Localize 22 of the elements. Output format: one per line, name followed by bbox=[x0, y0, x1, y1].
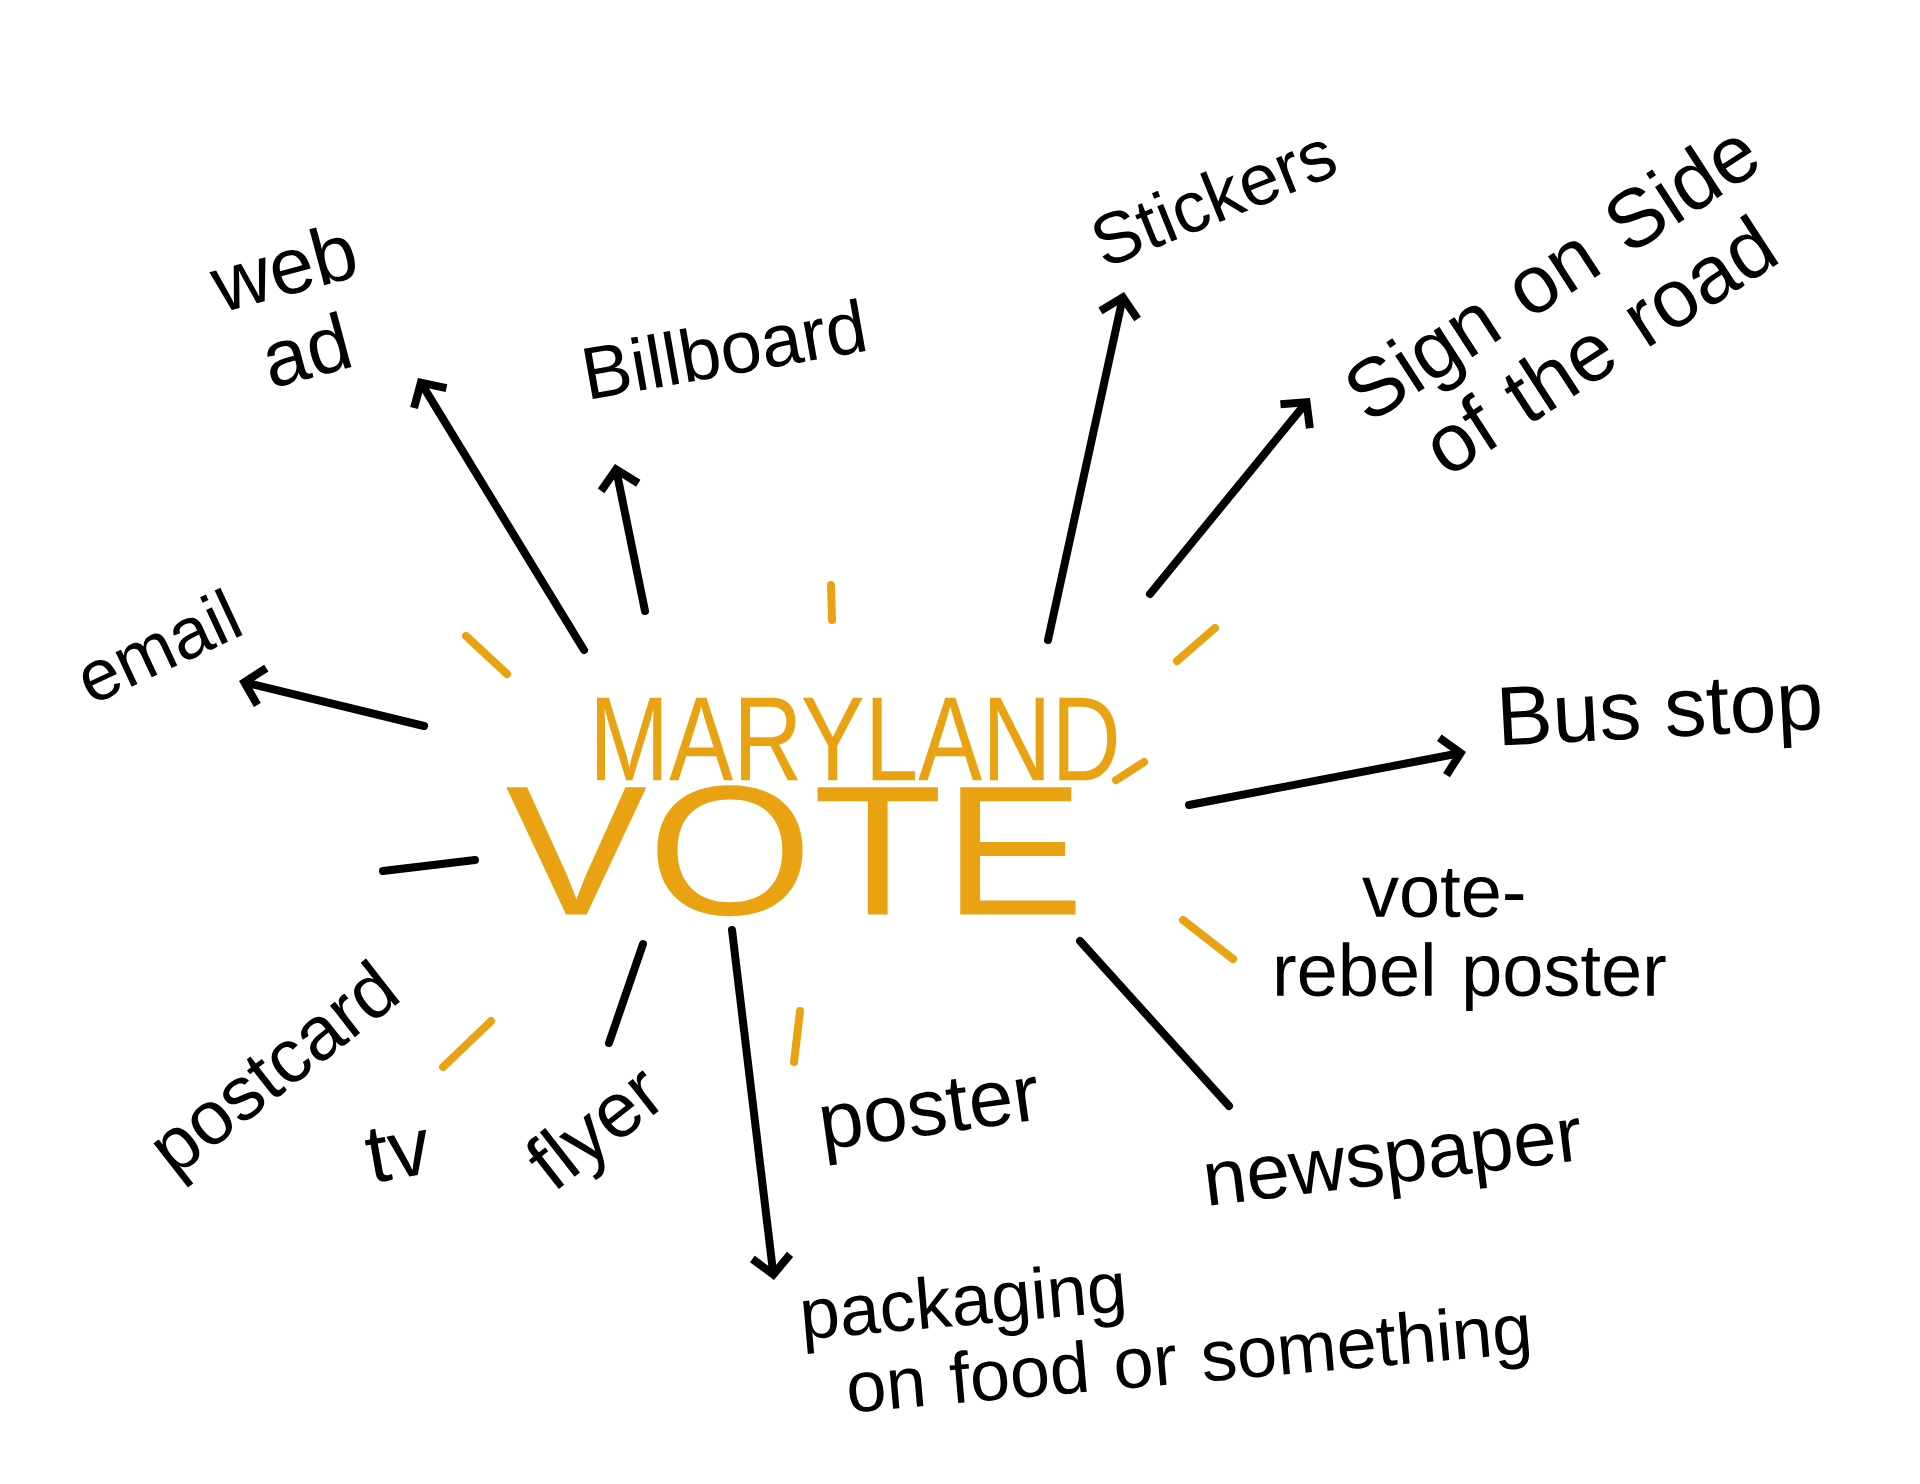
arrow bbox=[1044, 292, 1141, 644]
arrow bbox=[410, 378, 588, 654]
idea-label: web ad bbox=[209, 227, 355, 386]
idea-label: newspaper bbox=[1206, 1118, 1580, 1206]
idea-label: Bus stop bbox=[1501, 679, 1820, 749]
connector-line bbox=[1076, 937, 1233, 1110]
idea-label: packaging on food or something bbox=[803, 1266, 1530, 1412]
idea-label: Billboard bbox=[583, 298, 866, 399]
arrow bbox=[239, 664, 428, 730]
idea-label: vote-rebel poster bbox=[1276, 868, 1666, 1012]
connector-line bbox=[605, 940, 647, 1047]
idea-label: Sign on Side of the road bbox=[1348, 138, 1779, 471]
arrow bbox=[597, 464, 649, 615]
arrow bbox=[728, 926, 794, 1281]
idea-label: email bbox=[82, 587, 243, 700]
central-title: MARYLAND VOTE bbox=[506, 697, 1117, 917]
arrow bbox=[1146, 398, 1314, 598]
connector-line bbox=[379, 856, 479, 875]
arrow bbox=[1185, 734, 1467, 809]
idea-label: Stickers bbox=[1094, 142, 1336, 264]
idea-label: poster bbox=[821, 1076, 1037, 1166]
idea-label: flyer bbox=[527, 1070, 659, 1189]
